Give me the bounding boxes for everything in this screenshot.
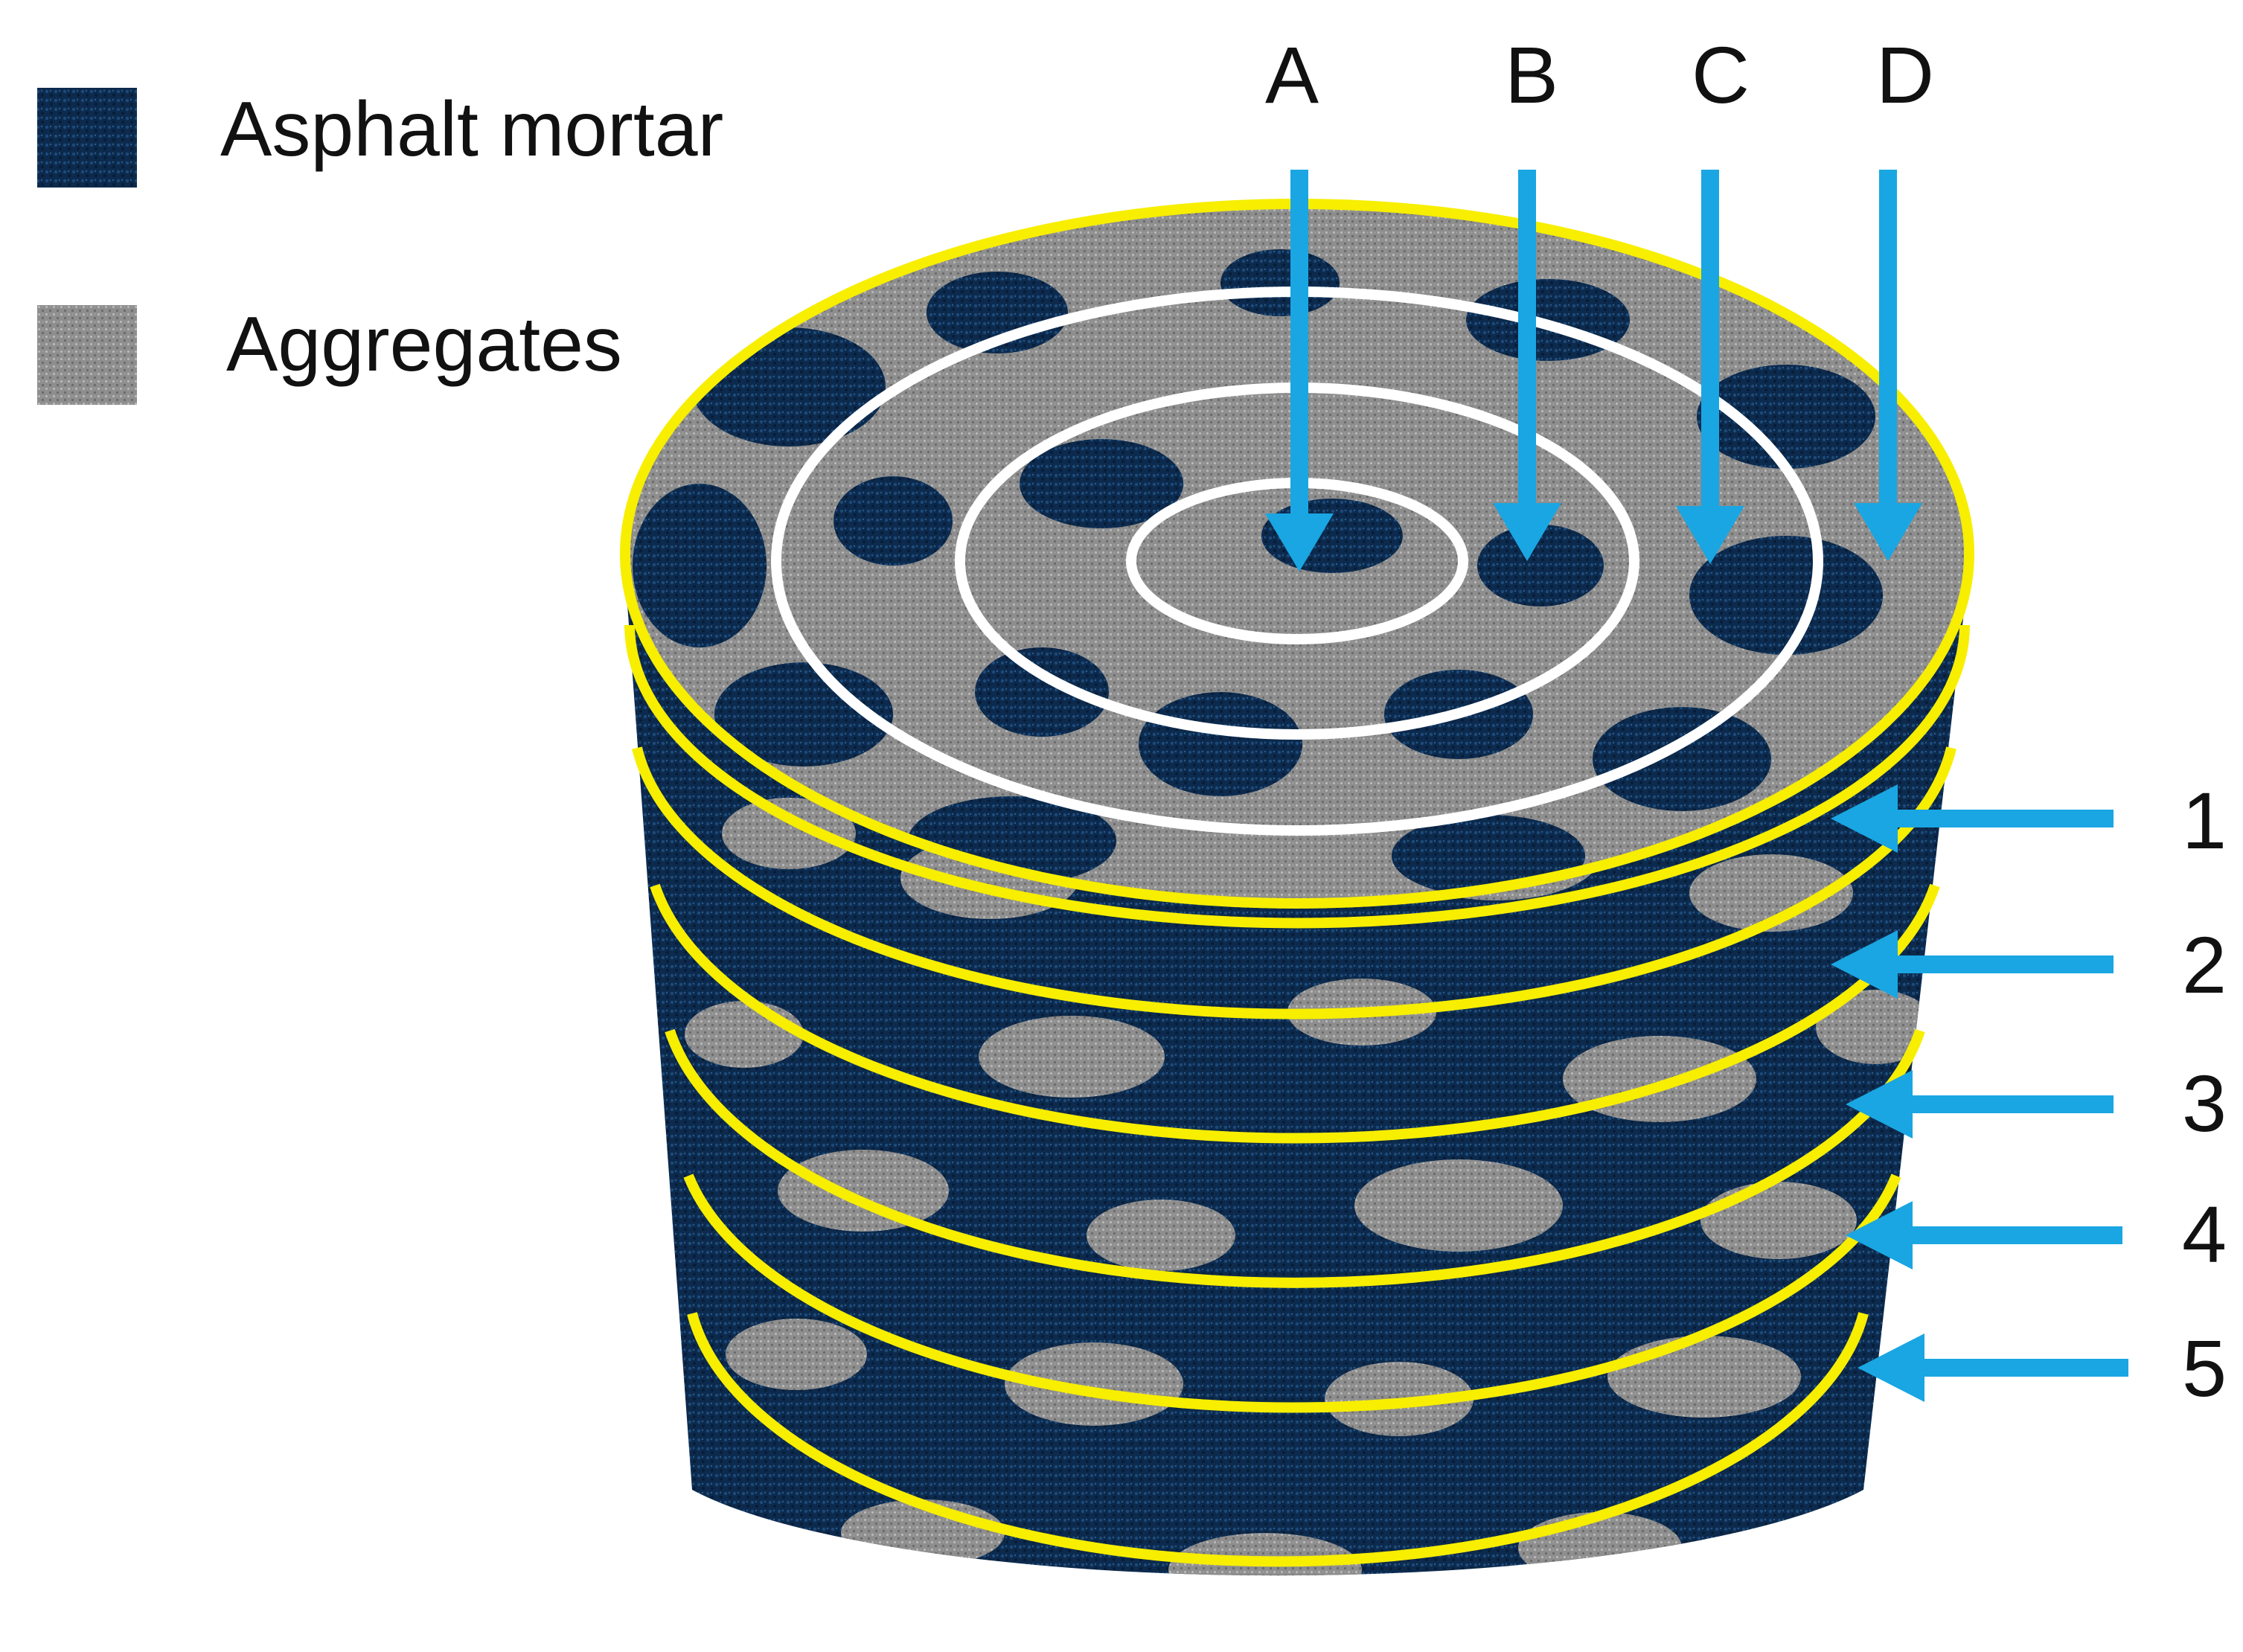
arrow-a bbox=[1265, 170, 1334, 572]
layer-ring-2 bbox=[632, 746, 1956, 1019]
layer-arrows bbox=[1831, 784, 2128, 1402]
marker-label-1: 1 bbox=[2182, 775, 2227, 865]
arrow-b bbox=[1493, 170, 1561, 561]
arrow-2 bbox=[1831, 930, 2114, 999]
layer-ring-4 bbox=[665, 1028, 1925, 1288]
arrow-c bbox=[1676, 170, 1744, 564]
layer-ring-bottom bbox=[687, 1312, 1869, 1567]
arrow-3 bbox=[1846, 1070, 2114, 1139]
layer-ring-3 bbox=[650, 883, 1940, 1144]
legend-swatch-aggregates bbox=[37, 305, 137, 405]
arrow-d bbox=[1854, 170, 1922, 561]
legend: Asphalt mortar Aggregates bbox=[37, 86, 723, 405]
marker-label-c: C bbox=[1692, 30, 1750, 120]
marker-label-a: A bbox=[1265, 30, 1319, 120]
marker-label-2: 2 bbox=[2182, 920, 2227, 1010]
marker-label-b: B bbox=[1505, 30, 1558, 120]
marker-label-d: D bbox=[1876, 30, 1934, 120]
marker-label-4: 4 bbox=[2182, 1189, 2227, 1279]
layer-ring-1 bbox=[624, 624, 1970, 929]
layer-ring-5 bbox=[683, 1174, 1901, 1413]
marker-label-5: 5 bbox=[2182, 1323, 2227, 1413]
arrow-4 bbox=[1846, 1201, 2122, 1270]
legend-label-asphalt-mortar: Asphalt mortar bbox=[220, 86, 723, 173]
legend-label-aggregates: Aggregates bbox=[226, 301, 622, 388]
arrow-5 bbox=[1858, 1334, 2128, 1402]
radial-arrows bbox=[1265, 170, 1922, 572]
radial-marker-labels: A B C D bbox=[1265, 30, 1934, 120]
layer-marker-labels: 1 2 3 4 5 bbox=[2182, 775, 2227, 1413]
arrow-1 bbox=[1831, 784, 2114, 853]
marker-label-3: 3 bbox=[2182, 1058, 2227, 1148]
legend-swatch-asphalt-mortar bbox=[37, 88, 137, 188]
specimen-body bbox=[624, 204, 1971, 1576]
